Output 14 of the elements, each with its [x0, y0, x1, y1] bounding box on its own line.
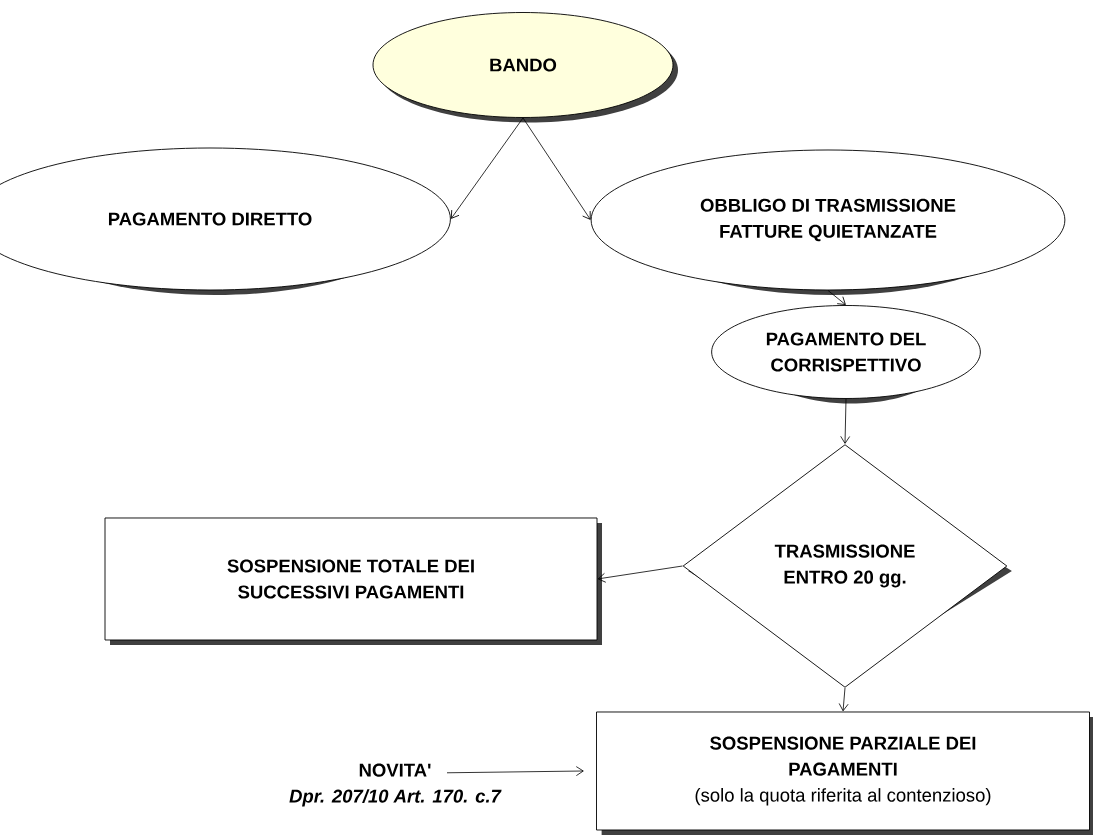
ellipse-node: OBBLIGO DI TRASMISSIONE FATTURE QUIETANZATE [590, 149, 1066, 295]
note-text: NOVITA' Dpr. 207/10 Art. 170. c.7 [289, 763, 502, 807]
arrow [446, 766, 584, 776]
process-box: SOSPENSIONE PARZIALE DEI PAGAMENTI (solo la quota riferita al contenzioso) [596, 711, 1093, 835]
arrow [597, 565, 683, 583]
ellipse-node: PAGAMENTO DIRETTO [0, 147, 451, 295]
process-box: SOSPENSIONE TOTALE DEI SUCCESSIVI PAGAMENTI [104, 517, 602, 645]
arrow [827, 290, 846, 305]
arrow [840, 398, 851, 444]
arrow [450, 117, 524, 219]
ellipse-node: BANDO [372, 12, 678, 123]
ellipse-node: PAGAMENTO DEL CORRISPETTIVO [711, 305, 981, 404]
arrow [838, 687, 849, 712]
arrow [522, 117, 591, 220]
